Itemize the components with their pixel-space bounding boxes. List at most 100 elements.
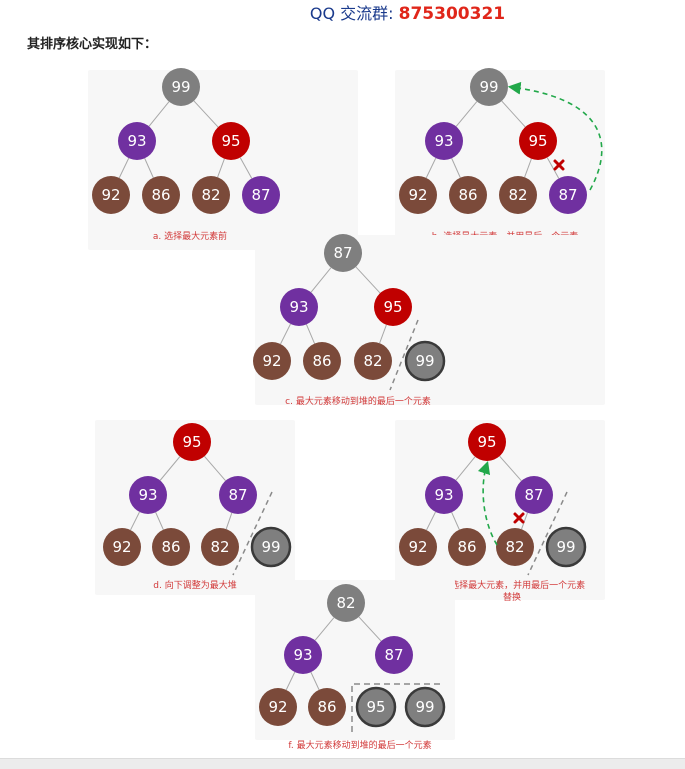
tree-edge (455, 456, 476, 481)
node-value: 93 (127, 132, 146, 150)
tree-edge (521, 512, 528, 530)
node-value: 95 (366, 698, 385, 716)
node-value: 93 (289, 298, 308, 316)
node-circle (303, 342, 341, 380)
heap-node: 82 (201, 528, 239, 566)
node-circle (192, 176, 230, 214)
tree-edge (217, 158, 225, 178)
heap-node: 87 (515, 476, 553, 514)
heap-node: 86 (152, 528, 190, 566)
heap-node: 93 (284, 636, 322, 674)
tree-edge (204, 456, 226, 481)
heap-node: 86 (303, 342, 341, 380)
heap-node: 95 (374, 288, 412, 326)
tree-edge (193, 100, 219, 128)
node-value: 87 (384, 646, 403, 664)
node-circle (118, 122, 156, 160)
heap-node: 92 (92, 176, 130, 214)
node-value: 95 (383, 298, 402, 316)
node-circle (129, 476, 167, 514)
tree-edge (285, 671, 296, 691)
tree-edge (379, 324, 387, 344)
node-value: 93 (293, 646, 312, 664)
qq-group-header: QQ 交流群: 875300321 (0, 3, 685, 25)
node-circle (375, 636, 413, 674)
tree-edge (305, 324, 316, 344)
sorted-divider (232, 491, 273, 576)
node-value: 95 (528, 132, 547, 150)
heap-node: 95 (212, 122, 250, 160)
node-circle (201, 528, 239, 566)
swap-arrow (507, 81, 603, 191)
heap-node: 92 (103, 528, 141, 566)
node-value: 92 (268, 698, 287, 716)
node-circle (142, 176, 180, 214)
node-circle (324, 234, 362, 272)
heap-node: 92 (399, 176, 437, 214)
tree-edge (451, 512, 460, 530)
node-circle (404, 686, 446, 728)
qq-group-label: QQ 交流群: (309, 4, 399, 23)
heap-node: 87 (375, 636, 413, 674)
heap-node: 82 (496, 528, 534, 566)
heap-node: 93 (118, 122, 156, 160)
node-value: 92 (101, 186, 120, 204)
node-value: 86 (458, 186, 477, 204)
node-circle (354, 342, 392, 380)
node-circle (515, 476, 553, 514)
tree-edge (426, 511, 436, 531)
node-circle (219, 476, 257, 514)
panel-background (255, 235, 605, 405)
tree-edge (501, 100, 526, 128)
tree-edge (546, 157, 560, 179)
node-circle (468, 423, 506, 461)
tree-edge (239, 157, 253, 179)
tree-edge (130, 511, 140, 531)
heap-node: 92 (399, 528, 437, 566)
node-circle (173, 423, 211, 461)
tree-edge (225, 512, 233, 530)
heap-node: 99 (470, 68, 508, 106)
node-circle (399, 528, 437, 566)
node-value: 99 (556, 538, 575, 556)
section-title: 其排序核心实现如下： (27, 37, 158, 52)
node-circle (253, 342, 291, 380)
node-circle (470, 68, 508, 106)
tree-edge (355, 266, 381, 294)
node-circle (425, 122, 463, 160)
node-circle (259, 688, 297, 726)
panel-caption: d. 向下调整为最大堆 (153, 579, 236, 591)
node-circle (162, 68, 200, 106)
tree-edge (358, 616, 382, 642)
tree-edge (144, 158, 154, 178)
node-circle (92, 176, 130, 214)
heap-node: 87 (242, 176, 280, 214)
heap-node: 95 (355, 686, 397, 728)
node-value: 82 (363, 352, 382, 370)
tree-edge (524, 158, 532, 178)
node-value: 87 (558, 186, 577, 204)
heap-node: 93 (280, 288, 318, 326)
page-footer-bar (0, 758, 685, 769)
panel-background (88, 70, 358, 250)
node-value: 99 (171, 78, 190, 96)
node-value: 93 (434, 132, 453, 150)
node-value: 99 (415, 698, 434, 716)
panel-caption: f. 最大元素移动到堆的最后一个元素 (288, 739, 431, 751)
node-circle (499, 176, 537, 214)
node-circle (549, 176, 587, 214)
heap-node: 92 (259, 688, 297, 726)
heap-node: 87 (219, 476, 257, 514)
node-circle (404, 340, 446, 382)
heap-node: 95 (519, 122, 557, 160)
removed-edge-cross (513, 512, 525, 524)
node-value: 86 (317, 698, 336, 716)
tree-edge (425, 157, 437, 179)
heap-node: 99 (250, 526, 292, 568)
heap-node: 82 (499, 176, 537, 214)
sorted-divider (527, 491, 568, 576)
